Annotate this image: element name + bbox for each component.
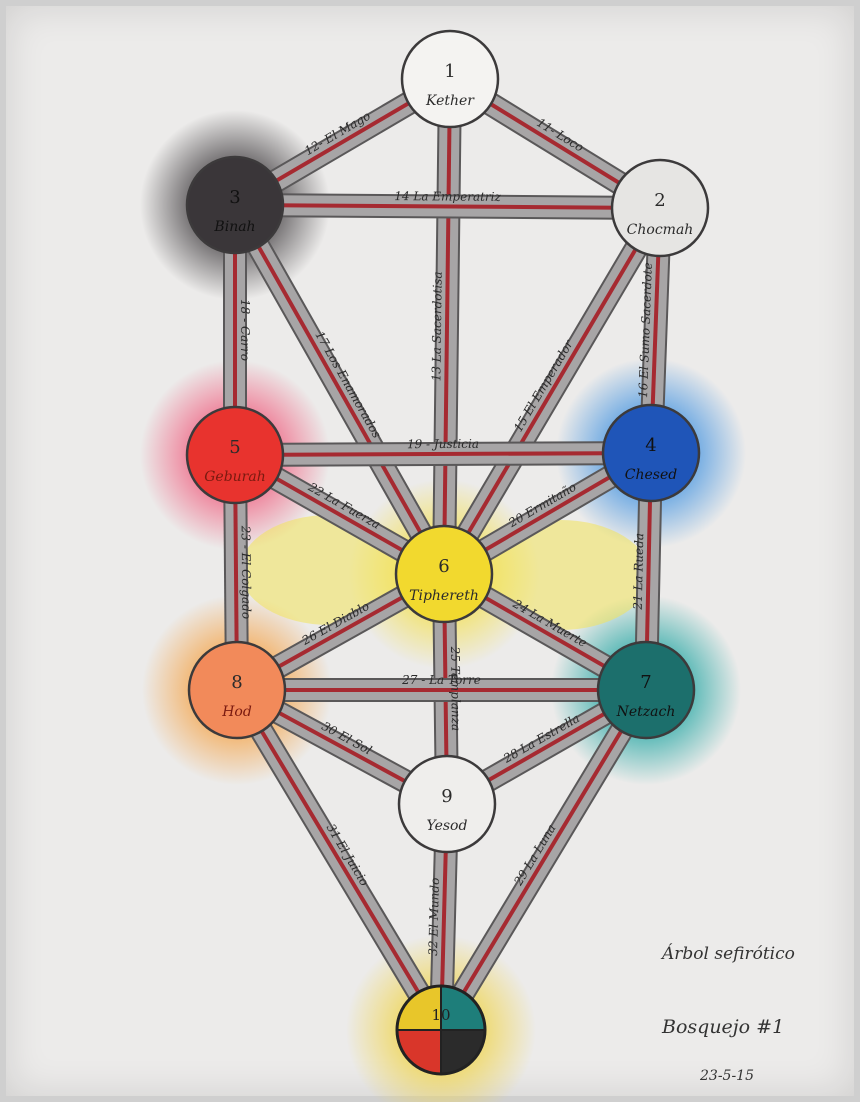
sephirah-number: 1 [444, 61, 455, 82]
signature-author: Bosquejo #1 [662, 1016, 784, 1038]
sephirah-name: Tiphereth [409, 588, 479, 604]
path-label-p27: 27 - La Torre [401, 673, 481, 687]
signature-date: 23-5-15 [700, 1068, 754, 1084]
sephirah-number: 10 [431, 1006, 450, 1024]
sephirah-name: Geburah [204, 469, 266, 485]
sephirah-number: 6 [438, 556, 449, 577]
sephirah-name: Kether [425, 93, 475, 109]
path-label-p19: 19 - Justicia [407, 437, 479, 451]
path-label-p13: 13 La Sacerdotisa [429, 271, 444, 381]
path-label-p23: 23 - El Colgado [239, 525, 254, 619]
sephirah-number: 7 [640, 672, 651, 693]
path-p14 [235, 205, 660, 208]
path-label-p14: 14 La Emperatriz [394, 189, 501, 204]
sephirah-number: 4 [645, 435, 656, 456]
sephirah-name: Hod [221, 704, 252, 720]
sephirah-number: 8 [231, 672, 242, 693]
sephirah-number: 2 [654, 190, 665, 211]
path-label-p21: 21 La Rueda [631, 533, 647, 611]
path-label-p32: 32 El Mundo [426, 877, 442, 955]
signature-title: Árbol sefirótico [662, 944, 795, 964]
path-p13 [444, 79, 450, 574]
sephirah-number: 9 [441, 786, 452, 807]
path-label-p25: 25 Templanza [448, 646, 463, 732]
sephirah-s10: 10 [397, 986, 485, 1074]
sephirah-number: 5 [229, 437, 240, 458]
sephirah-name: Chocmah [627, 222, 694, 238]
sephirah-name: Netzach [616, 704, 676, 720]
sephirah-name: Yesod [427, 818, 468, 834]
path-label-p18: 18 - Carro [238, 299, 252, 361]
sephirah-name: Chesed [625, 467, 677, 483]
sephirah-name: Binah [213, 219, 255, 235]
path-p19 [235, 453, 651, 455]
sephirah-number: 3 [229, 187, 240, 208]
